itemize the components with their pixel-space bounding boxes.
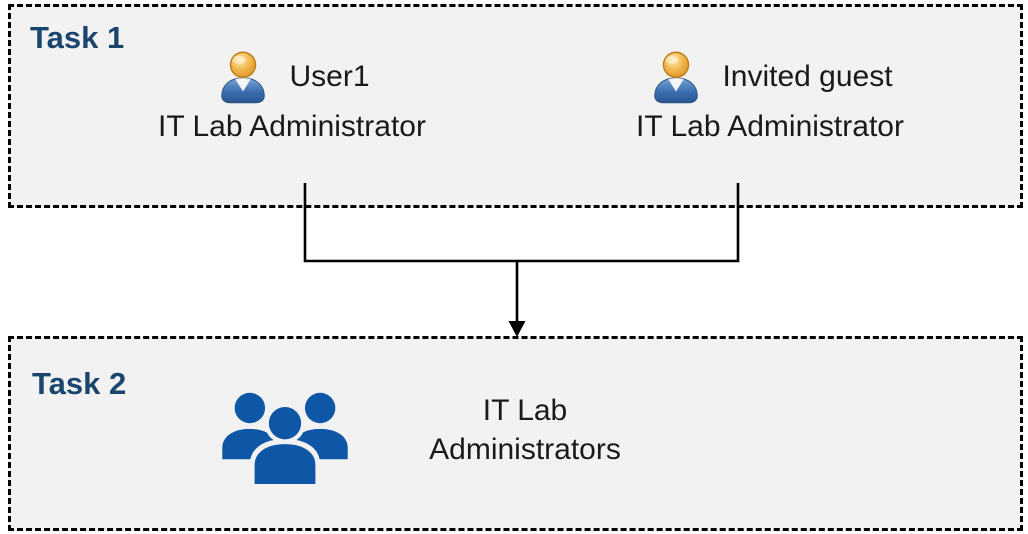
person-icon [647,48,705,106]
member-name: Invited guest [722,60,893,93]
group-name: IT Lab Administrators [429,394,621,466]
member-user1: User1 IT Lab Administrator [122,48,462,144]
member-role: IT Lab Administrator [636,110,904,143]
person-icon [214,48,272,106]
member-invited-guest: Invited guest IT Lab Administrator [575,48,965,144]
member-name: User1 [289,60,370,93]
member-role: IT Lab Administrator [158,110,426,143]
task1-label: Task 1 [30,20,125,55]
task2-box [8,336,1023,531]
task2-label: Task 2 [32,366,127,401]
people-group-icon [215,389,355,484]
task1-box [8,4,1023,208]
